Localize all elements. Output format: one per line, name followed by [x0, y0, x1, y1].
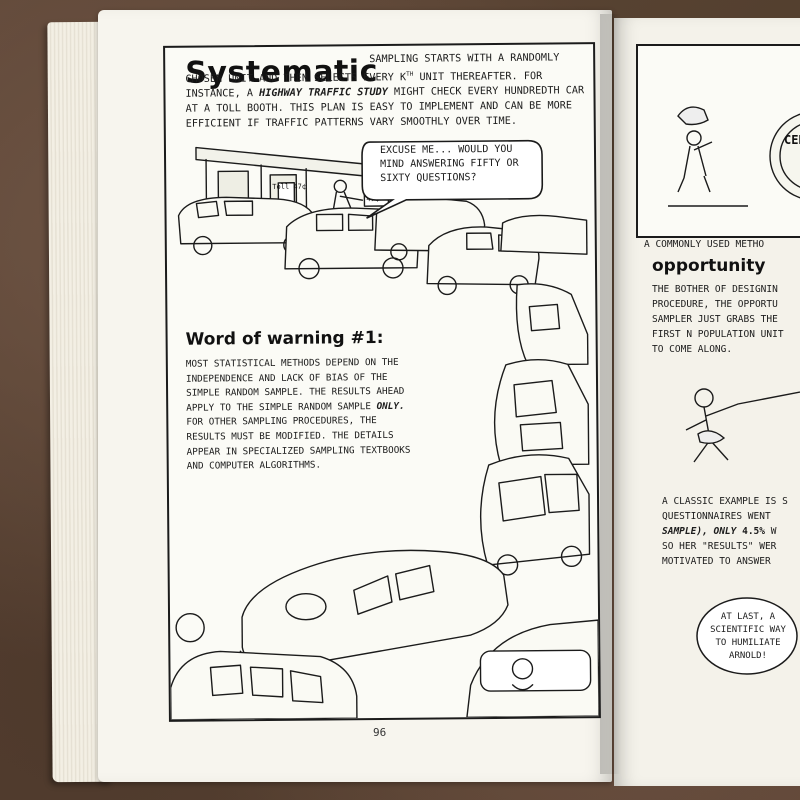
- page-number: 96: [373, 726, 387, 739]
- right-warning-illustration: CER: [668, 106, 800, 207]
- systematic-sampling-panel: Toll 47¢ 47¢ Systematic sampling starts …: [163, 42, 601, 722]
- warning-text: Most statistical methods depend on the i…: [185, 356, 405, 414]
- warning-text: For other sampling procedures, the resul…: [186, 415, 411, 472]
- right-text-line: sampler just grabs the: [652, 314, 778, 325]
- right-text-line: A classic example is s: [662, 496, 788, 507]
- warning-emphasis: only.: [376, 400, 405, 412]
- right-text-opportunity: the bother of designin procedure, the op…: [652, 282, 784, 357]
- right-text-line: first n population unit: [652, 329, 784, 340]
- right-warning-box: CER: [636, 44, 800, 238]
- right-page-content: CER A commonly used metho opportunity th…: [614, 0, 800, 800]
- right-text-line: w: [770, 526, 777, 537]
- highway-traffic-study-emphasis: highway traffic study: [259, 87, 388, 100]
- right-speech-bubble-shape: [696, 597, 798, 675]
- toll-sign-1: Toll 47¢: [272, 183, 306, 191]
- right-text-line: sample), only: [662, 526, 737, 537]
- book-gutter: [600, 14, 630, 774]
- right-speech-bubble-text: At last, a scientific way to humiliate A…: [710, 612, 786, 661]
- intro-line: chosen unit and then selects every k: [185, 72, 407, 86]
- right-text-line: procedure, the opportu: [652, 299, 778, 310]
- sampler-figure-illustration: [685, 388, 800, 463]
- seal-text: CER: [784, 133, 800, 147]
- speech-bubble-text: Excuse me... would you mind answering fi…: [379, 143, 519, 185]
- percent-value: 4.5%: [742, 526, 765, 537]
- intro-line: sampling starts with a randomly: [369, 52, 560, 66]
- opportunity-heading: opportunity: [652, 256, 766, 276]
- traffic-illustration: Toll 47¢ 47¢: [169, 139, 599, 720]
- right-text-line: so her "results" wer: [662, 541, 777, 552]
- warning-body: Most statistical methods depend on the i…: [186, 356, 413, 475]
- kth-superscript: th: [406, 70, 414, 78]
- right-text-intro: A commonly used metho: [644, 239, 765, 250]
- right-text-line: the bother of designin: [652, 284, 778, 295]
- warning-heading: Word of warning #1:: [185, 327, 384, 350]
- right-text-classic-example: A classic example is s questionnaires we…: [662, 494, 788, 569]
- right-text-line: to come along.: [652, 344, 733, 355]
- speech-bubble-shape: [361, 139, 544, 219]
- right-text-line: questionnaires went: [662, 511, 771, 522]
- right-text-line: motivated to answer: [662, 556, 771, 567]
- systematic-intro-text: sampling starts with a randomly chosen u…: [185, 50, 586, 132]
